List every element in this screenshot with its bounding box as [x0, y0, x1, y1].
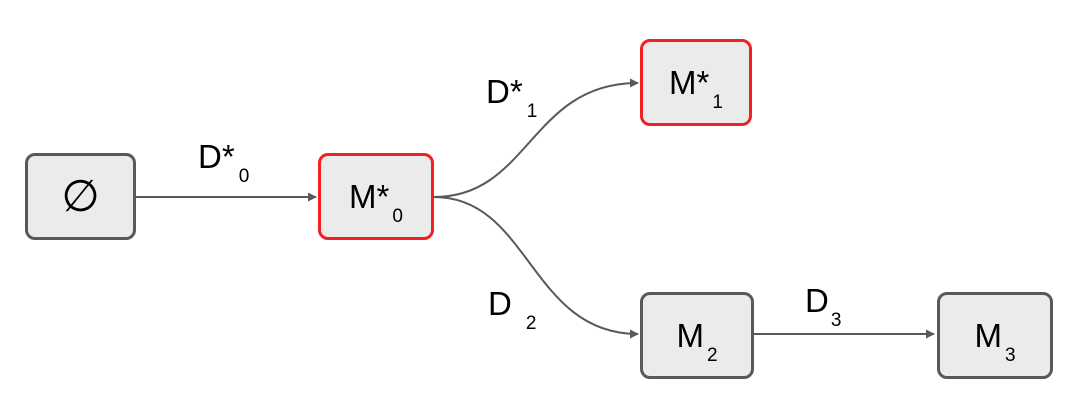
edge-d2-main: D — [488, 285, 512, 322]
node-m1-label: M*1 — [669, 64, 723, 112]
node-m3-main: M — [974, 317, 1002, 354]
node-m3[interactable]: M3 — [937, 292, 1053, 379]
edge-d2-sub: 2 — [525, 313, 537, 334]
edge-d3-main: D — [805, 282, 829, 319]
node-m3-sub: 3 — [1004, 345, 1016, 366]
edge-label-d0: D*0 — [198, 138, 249, 186]
node-m0[interactable]: M*0 — [318, 153, 434, 240]
edge-d1-main: D* — [486, 73, 523, 110]
edge-label-d1: D*1 — [486, 73, 537, 121]
edge-label-d3: D3 — [805, 282, 841, 330]
edge-label-d2: D2 — [488, 285, 536, 333]
node-m1-main: M* — [669, 64, 710, 101]
node-m1-sub: 1 — [712, 92, 723, 113]
edge-d0-main: D* — [198, 138, 235, 175]
node-m3-label: M3 — [974, 317, 1015, 365]
node-m0-main: M* — [349, 178, 390, 215]
edge-d0-sub: 0 — [238, 166, 250, 187]
edge-d3-sub: 3 — [830, 310, 842, 331]
node-m2[interactable]: M2 — [640, 292, 754, 379]
node-m0-sub: 0 — [392, 206, 403, 227]
node-m2-sub: 2 — [706, 345, 718, 366]
edge-m0-to-m1 — [433, 78, 639, 198]
node-m0-label: M*0 — [349, 178, 403, 226]
node-m1[interactable]: M*1 — [640, 39, 752, 126]
node-m2-label: M2 — [676, 317, 717, 365]
edge-m0-to-m2 — [433, 196, 639, 339]
edge-d1-sub: 1 — [526, 101, 538, 122]
node-empty-set[interactable]: ∅ — [25, 153, 136, 240]
node-m2-main: M — [676, 317, 704, 354]
empty-set-symbol: ∅ — [61, 171, 100, 221]
